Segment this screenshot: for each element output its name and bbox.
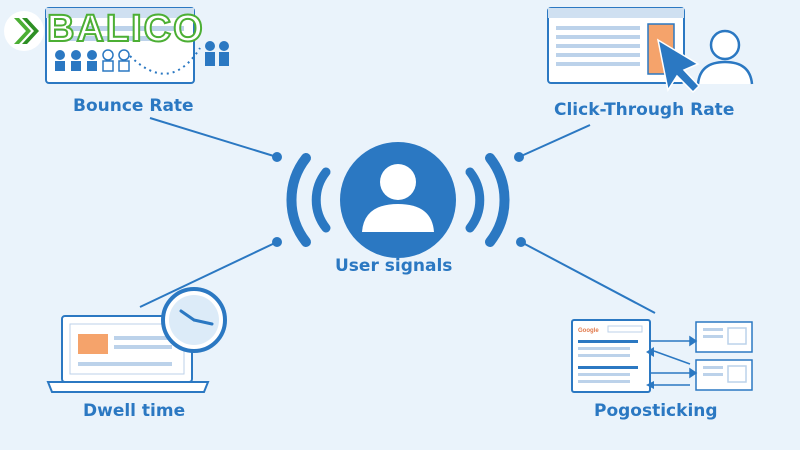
label-pogosticking: Pogosticking <box>594 401 718 421</box>
bounce-rate-illustration-icon <box>45 7 229 84</box>
label-dwell-time: Dwell time <box>83 401 186 421</box>
search-results-pages-icon: Google <box>571 319 753 393</box>
label-user-signals: User signals <box>335 256 453 276</box>
connector-lines <box>139 117 656 314</box>
cursor-icon <box>656 38 701 94</box>
laptop-clock-icon <box>46 287 227 393</box>
connector-pogosticking <box>520 241 656 314</box>
label-bounce-rate: Bounce Rate <box>73 96 194 116</box>
connector-dwell-time <box>139 241 278 308</box>
label-click-through-rate: Click-Through Rate <box>554 100 735 120</box>
connector-click-through <box>518 124 591 158</box>
balico-logo-icon <box>4 11 44 51</box>
user-icon <box>340 142 456 258</box>
connector-bounce-rate <box>149 117 278 158</box>
signal-waves-icon <box>286 153 510 247</box>
search-engine-logo: Google <box>578 328 599 334</box>
brand-name: BALICO <box>46 7 205 51</box>
click-through-illustration-icon <box>547 7 754 94</box>
